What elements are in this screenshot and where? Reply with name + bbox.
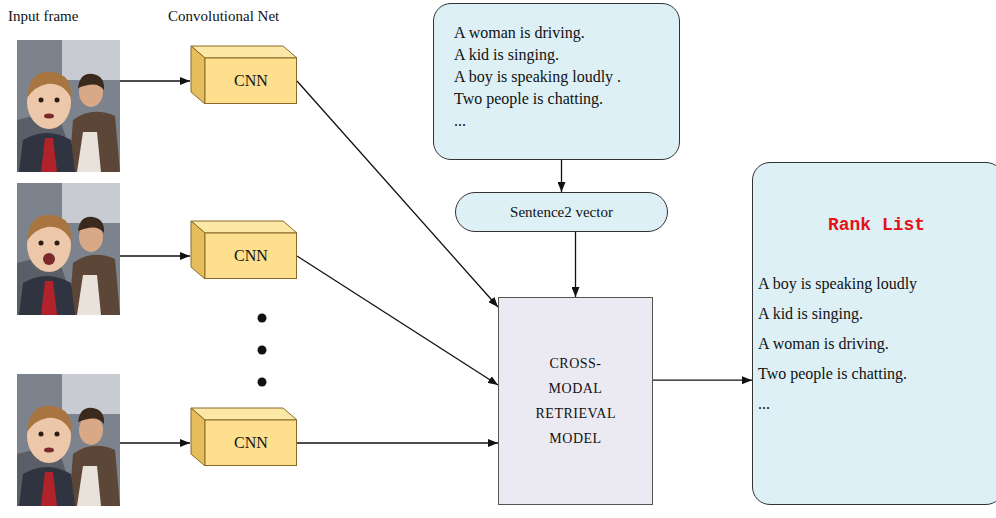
sentence-text: A kid is singing. <box>758 299 995 329</box>
sentence-text: A woman is driving. <box>758 329 995 359</box>
cnn-block: CNN <box>191 221 297 279</box>
cube-side-face <box>191 46 205 104</box>
rank-list-box: Rank List A boy is speaking loudlyA kid i… <box>752 162 996 505</box>
box-label: CNN <box>234 434 268 452</box>
boy-body <box>19 276 75 315</box>
ellipsis-dot <box>258 346 267 355</box>
sentence-text: A woman is driving. <box>454 22 667 44</box>
input-frame-photo <box>17 374 120 506</box>
flow-arrow <box>297 256 498 385</box>
cnn-block: CNN <box>191 408 297 466</box>
input-frame-photo <box>17 183 120 315</box>
boy-hair <box>27 215 71 241</box>
sentence-text: A boy is speaking loudly <box>758 269 995 299</box>
boy-eye <box>39 98 44 103</box>
column-heading: Input frame <box>8 8 78 25</box>
cube-front-face <box>205 58 297 104</box>
ellipsis-dot <box>258 314 267 323</box>
box-label: CROSS- MODAL RETRIEVAL MODEL <box>536 351 616 451</box>
frame-arrow <box>120 255 190 256</box>
boy-body <box>19 467 75 506</box>
cube-top-face <box>191 408 297 420</box>
boy-eye <box>55 98 60 103</box>
retrieval-model-box: CROSS- MODAL RETRIEVAL MODEL <box>498 297 653 505</box>
boy-tie <box>41 281 57 315</box>
cube-side-face <box>191 408 205 466</box>
cube-front-face <box>205 233 297 279</box>
flow-arrow <box>297 442 498 443</box>
sentence-text: A boy is speaking loudly . <box>454 66 667 88</box>
boy-hair <box>27 72 71 98</box>
photo-background <box>17 374 120 506</box>
frame-arrow <box>120 80 190 81</box>
boy-eye <box>55 432 60 437</box>
box-label: CNN <box>234 247 268 265</box>
boy-eye <box>55 241 60 246</box>
cube-side-face <box>191 221 205 279</box>
ellipsis-dot <box>258 378 267 387</box>
man-body <box>69 446 120 506</box>
encoder-box: Sentence2 vector <box>455 192 668 232</box>
boy-mouth <box>44 114 54 119</box>
boy-body <box>19 133 75 172</box>
boy-hair <box>27 406 71 432</box>
man-shirt <box>77 132 101 172</box>
sentence-text: ... <box>758 389 995 419</box>
cube-front-face <box>205 420 297 466</box>
box-label: Sentence2 vector <box>510 204 613 221</box>
man-hair <box>78 408 104 424</box>
man-hair <box>78 74 104 90</box>
car-seat <box>17 253 77 315</box>
sentence-text: Two people is chatting. <box>454 88 667 110</box>
column-heading: Convolutional Net <box>168 8 279 25</box>
cube-top-face <box>191 46 297 58</box>
man-body <box>69 112 120 172</box>
flow-arrow <box>575 232 576 297</box>
boy-mouth <box>43 253 55 265</box>
frame-arrow <box>120 442 190 443</box>
list-heading: Rank List <box>758 213 995 237</box>
photo-background <box>17 40 120 172</box>
man-body <box>69 255 120 315</box>
boy-eye <box>39 241 44 246</box>
sentence-text: A kid is singing. <box>454 44 667 66</box>
cnn-block: CNN <box>191 46 297 104</box>
sentence-text: Two people is chatting. <box>758 359 995 389</box>
boy-eye <box>39 432 44 437</box>
boy-tie <box>41 138 57 172</box>
input-frame-photo <box>17 40 120 172</box>
photo-background <box>17 183 120 315</box>
cube-top-face <box>191 221 297 233</box>
flow-arrow <box>653 380 752 381</box>
man-shirt <box>77 275 101 315</box>
sentence-pool-box: A woman is driving.A kid is singing.A bo… <box>433 3 680 160</box>
man-shirt <box>77 466 101 506</box>
sentence-text: ... <box>454 110 667 132</box>
boy-mouth <box>44 448 54 453</box>
boy-tie <box>41 472 57 506</box>
flow-arrow <box>561 160 562 192</box>
box-label: CNN <box>234 72 268 90</box>
man-hair <box>78 217 104 233</box>
